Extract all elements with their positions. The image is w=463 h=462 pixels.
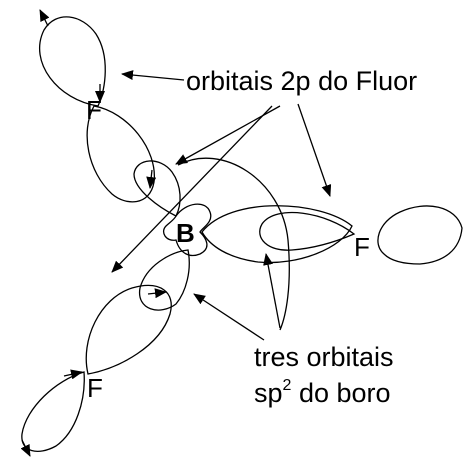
label-fluorine-orbitals: orbitais 2p do Fluor bbox=[186, 66, 418, 96]
pointer-arrow-fluor-top bbox=[121, 70, 185, 81]
label-boron-sp: sp bbox=[254, 378, 283, 408]
pointer-arrow-boro-right bbox=[263, 253, 281, 329]
arrow-orbital-direction bbox=[147, 288, 167, 299]
boron-sp2-lobe-lower bbox=[139, 249, 190, 311]
fluorine-atom-top: F bbox=[86, 95, 102, 125]
pointer-arrow-boro-lower bbox=[193, 293, 265, 341]
label-boron-superscript: 2 bbox=[282, 377, 292, 394]
fluorine-atom-bottom: F bbox=[87, 373, 103, 403]
boron-sp2-lobe-right bbox=[201, 205, 353, 264]
arrow-orbital-direction bbox=[146, 169, 157, 189]
label-boron-orbitals-line2: sp2 do boro bbox=[254, 377, 391, 408]
boron-sp2-lobe-upper bbox=[133, 160, 181, 217]
fluorine-right-inner-lobe bbox=[259, 211, 356, 251]
boron-sp2-lobe-arc bbox=[177, 157, 290, 331]
arrow-orbital-direction bbox=[39, 9, 50, 27]
label-boron-suffix: do boro bbox=[291, 378, 391, 408]
boron-p-orbital bbox=[162, 203, 212, 257]
fluorine-bottom-outer-lobe bbox=[21, 371, 85, 452]
boron-atom: B bbox=[176, 218, 195, 248]
label-boron-orbitals-line1: tres orbitais bbox=[254, 342, 394, 372]
fluorine-atom-right: F bbox=[354, 232, 370, 262]
fluorine-top-outer-lobe bbox=[39, 16, 106, 107]
pointer-arrow-fluor-diagonal bbox=[111, 105, 273, 273]
fluorine-bottom-inner-lobe bbox=[85, 284, 172, 375]
arrow-orbital-direction bbox=[20, 439, 31, 457]
pointer-arrow-fluor-right bbox=[297, 103, 332, 197]
fluorine-right-outer-lobe bbox=[377, 205, 463, 265]
arrow-orbital-direction bbox=[63, 369, 83, 380]
fluorine-top-inner-lobe bbox=[86, 105, 155, 203]
